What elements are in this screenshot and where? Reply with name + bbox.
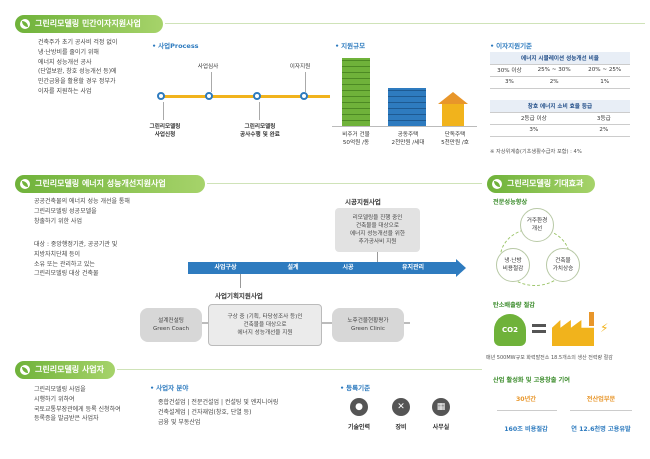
process-dot: [253, 92, 261, 100]
kpi-divider: [497, 410, 557, 411]
scale-label: 공동주택 2천만원 /세대: [391, 132, 425, 146]
lightning-icon: ⚡: [600, 321, 609, 335]
stage-label: 유지관리: [401, 264, 425, 271]
process-stem: [163, 102, 164, 120]
table-cell: 2등급 이상: [490, 112, 578, 125]
leaf-icon: [494, 181, 500, 187]
effect-heading: 탄소배출량 절감: [493, 302, 536, 309]
scale-label: 비주거 건물 50억원 /동: [342, 132, 370, 146]
stage-label: 사업구상: [214, 264, 237, 271]
registration-item: 사무실: [432, 424, 450, 431]
process-stem: [211, 72, 212, 92]
step-review: 사업심사: [197, 64, 219, 70]
table-cell: 30% 이상: [490, 64, 529, 77]
effect-heading: 전문성능향상: [493, 199, 528, 206]
s2-target: 대상 : 중앙행정기관, 공공기관 및 지방자치단체 등이 소유 또는 관리하고…: [34, 241, 118, 278]
table-cell: 2%: [528, 76, 580, 89]
process-dot: [157, 92, 165, 100]
effect-circle-value: 건축물 가치상승: [546, 248, 580, 282]
scale-label: 단독주택 5천만원 /호: [441, 132, 469, 146]
building-nonresidential-icon: [342, 58, 370, 126]
process-stem: [305, 72, 306, 92]
plan-box-coach: 설계컨설팅 Green Coach: [140, 308, 202, 342]
table-cell: 3%: [490, 76, 529, 89]
stage-bar: 사업구상 설계 시공 유지관리: [188, 262, 456, 274]
equals-icon: [532, 324, 546, 327]
factory-chimney-icon: [589, 312, 594, 326]
process-stem: [259, 102, 260, 120]
kpi-cost-top: 30년간: [516, 396, 536, 403]
scale-title: 지원규모: [335, 40, 365, 50]
table-header: 창호 에너지 소비 효율 등급: [490, 100, 630, 113]
effect-heading: 산업 활성화 및 고용창출 기여: [493, 377, 570, 384]
building-apartment-icon: [388, 88, 426, 126]
section-title-public-energy: 그린리모델링 에너지 성능개선지원사업: [15, 175, 205, 193]
process-dot: [300, 92, 308, 100]
stage-label: 설계: [287, 264, 299, 271]
kpi-divider: [570, 410, 632, 411]
stage-arrow-icon: [456, 259, 466, 277]
wrench-icon: ✕: [392, 398, 410, 416]
section-title-operators: 그린리모델링 사업자: [15, 361, 115, 379]
section-title-private-interest: 그린리모델링 민간이자지원사업: [15, 15, 163, 33]
process-dot: [205, 92, 213, 100]
person-icon: ●: [350, 398, 368, 416]
s4-description: 그린리모델링 사업을 시행하기 위하여 국토교통부장관에게 등록 신청하여 등록…: [34, 386, 121, 423]
section-title-text: 그린리모델링 에너지 성능개선지원사업: [35, 179, 166, 188]
registration-title: 등록기준: [340, 382, 370, 392]
effect-circle-cost: 냉·난방 비용절감: [496, 248, 530, 282]
kpi-jobs-bottom: 연 12.6천명 고용유발: [571, 426, 631, 433]
field-description: 종합건설업 | 전문건설업 | 컨설팅 및 엔지니어링 건축설계업 | 건자재업…: [158, 399, 279, 426]
carbon-note: 매년 500MW규모 화력발전소 18.5개소의 생산 전력량 절감: [486, 355, 613, 361]
criteria-title: 이자지원기준: [490, 40, 532, 50]
co2-tree-icon: CO2: [494, 314, 526, 346]
kpi-jobs-top: 전산업부문: [586, 396, 616, 403]
leaf-icon: [22, 21, 28, 27]
pilot-box: 리모델링을 진행 중인 건축물을 대상으로 에너지 성능개선을 위한 추가공사비…: [335, 208, 420, 252]
divider: [165, 23, 645, 24]
process-line: [160, 95, 330, 98]
s1-description: 건축주가 초기 공사비 걱정 없이 냉·난방비를 줄이기 위해 에너지 성능개선…: [38, 39, 118, 95]
leaf-icon: [22, 181, 28, 187]
plan-title: 사업기획지원사업: [215, 292, 263, 300]
kpi-cost-bottom: 160조 비용절감: [504, 426, 548, 433]
office-icon: ▦: [432, 398, 450, 416]
table-cell: 3등급: [577, 112, 630, 125]
pilot-title: 시공지원사업: [345, 198, 381, 206]
table-cell: 25% ~ 30%: [528, 64, 580, 77]
plan-box-clinic: 노후건물현황평가 Green Clinic: [332, 308, 404, 342]
pilot-connector: [377, 252, 378, 262]
scale-baseline: [332, 126, 477, 127]
process-title: 사업Process: [152, 40, 198, 50]
table-cell: 2%: [577, 124, 630, 137]
house-roof-icon: [438, 92, 468, 104]
divider: [207, 183, 482, 184]
table-cell: 3%: [490, 124, 578, 137]
step-interest: 이자지원: [289, 64, 311, 70]
table-header: 에너지 시뮬레이션 성능개선 비율: [490, 52, 630, 65]
section-title-effects: 그린리모델링 기대효과: [487, 175, 595, 193]
leaf-icon: [22, 367, 28, 373]
factory-icon: [552, 320, 594, 346]
criteria-note: ※ 자상위계층(기초생활수급자 포함) : 4%: [490, 149, 582, 155]
section-title-text: 그린리모델링 민간이자지원사업: [35, 19, 141, 28]
divider: [117, 369, 482, 370]
plan-connector: [240, 274, 241, 288]
stage-label: 시공: [342, 264, 354, 271]
field-title: 사업자 분야: [150, 382, 188, 392]
registration-item: 장비: [395, 424, 407, 431]
table-cell: 1%: [579, 76, 630, 89]
plan-box-center: 구상 중 (기획, 타당성조사 등)인 건축물을 대상으로 에너지 성능개선을 …: [208, 304, 322, 346]
registration-item: 기술인력: [347, 424, 371, 431]
section-title-text: 그린리모델링 사업자: [35, 365, 105, 374]
step-apply: 그린리모델링 사업신청: [149, 124, 181, 138]
section-title-text: 그린리모델링 기대효과: [507, 179, 584, 188]
table-cell: 20% ~ 25%: [579, 64, 630, 77]
step-construction: 그린리모델링 공사수행 및 완료: [240, 124, 280, 138]
effect-circle-living: 거주환경 개선: [520, 208, 554, 242]
house-icon: [442, 104, 464, 126]
s2-description: 공공건축물의 에너지 성능 개선을 통해 그린리모델링 성공모델을 창출하기 위…: [34, 198, 130, 225]
